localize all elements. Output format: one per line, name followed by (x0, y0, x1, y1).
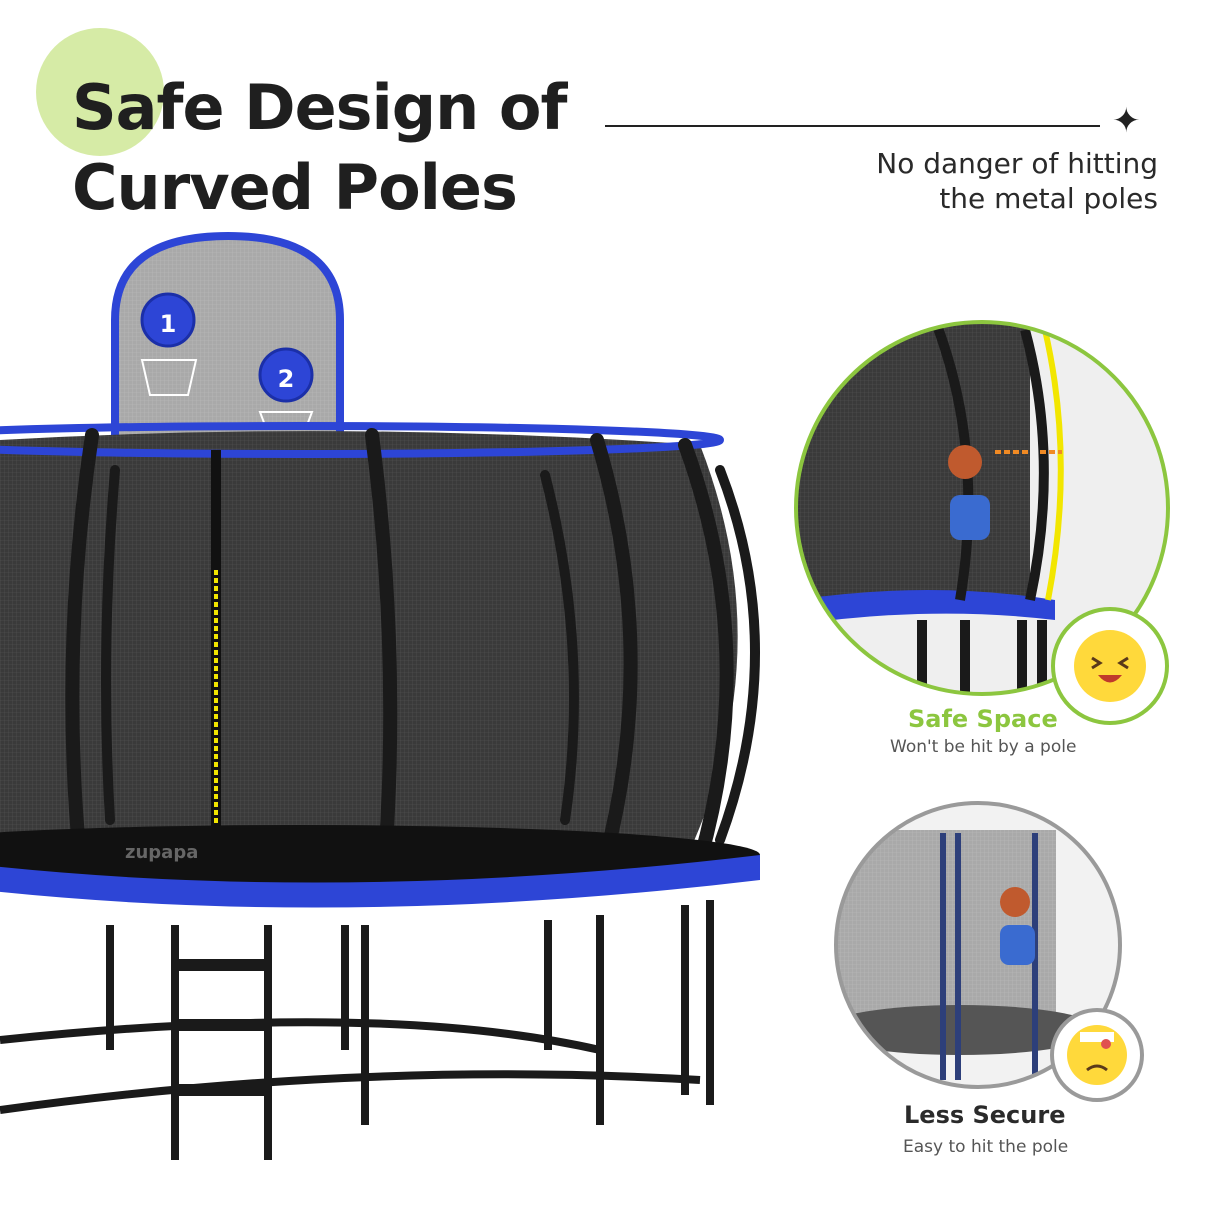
subheadline-line1: No danger of hitting (876, 147, 1158, 180)
safe-comparison-panel (794, 320, 1170, 725)
top-ring (0, 422, 724, 458)
sparkle-icon: ✦ (1112, 101, 1141, 141)
hoop-2-number: 2 (278, 365, 295, 393)
happy-face-icon (1074, 630, 1146, 702)
headline-line1: Safe Design of (72, 71, 567, 144)
decorative-green-circle (36, 28, 164, 156)
ladder (178, 959, 264, 1096)
spring-pad (0, 855, 760, 908)
mat-logo: zupapa (125, 842, 198, 863)
headline: Safe Design of Curved Poles (72, 68, 567, 228)
hoop-1: 1 (140, 292, 198, 396)
subheadline: No danger of hitting the metal poles (876, 146, 1158, 216)
safety-net (0, 431, 738, 850)
safe-space-caption: Won't be hit by a pole (890, 737, 1077, 757)
less-secure-caption: Easy to hit the pole (903, 1137, 1069, 1157)
safe-space-title: Safe Space (908, 705, 1058, 733)
legs (0, 900, 714, 1160)
divider-line (605, 125, 1100, 127)
subheadline-line2: the metal poles (939, 182, 1158, 215)
basketball-backboard: 1 2 (111, 231, 344, 444)
hoop-1-number: 1 (160, 310, 177, 338)
jump-mat (0, 825, 760, 885)
headline-line2: Curved Poles (72, 151, 518, 224)
unsafe-comparison-panel (834, 801, 1144, 1102)
less-secure-title: Less Secure (904, 1101, 1066, 1129)
curved-poles (65, 428, 760, 867)
